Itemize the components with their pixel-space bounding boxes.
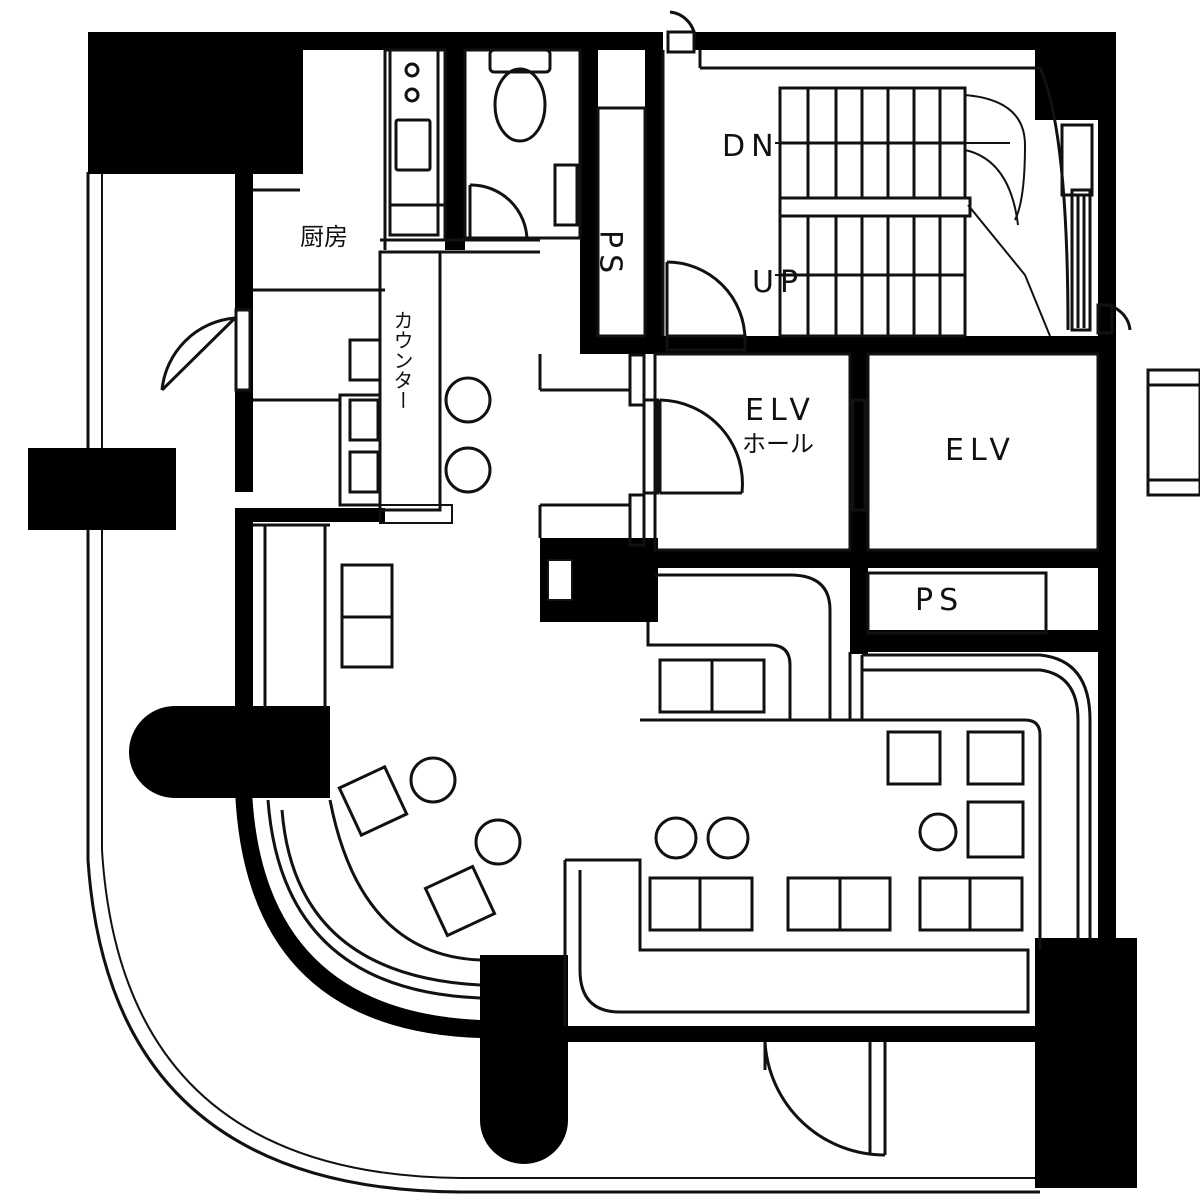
seating-area bbox=[253, 376, 1092, 1026]
toilet-room bbox=[463, 48, 582, 242]
elevator-shaft bbox=[866, 352, 1100, 552]
balcony-outline bbox=[86, 172, 1040, 1194]
elv-label: ELV bbox=[945, 433, 1016, 468]
stairs-up-label: UP bbox=[752, 265, 804, 300]
elv-hall-label-line2: ホール bbox=[742, 430, 814, 458]
ps-horizontal-room bbox=[866, 571, 1048, 635]
ps-horizontal-label: PS bbox=[915, 583, 964, 618]
ps-vertical-room bbox=[596, 106, 647, 338]
bottom-door bbox=[763, 1041, 887, 1157]
counter-label: カウンター bbox=[390, 310, 414, 410]
stair-hall bbox=[661, 10, 1132, 352]
external-window bbox=[1146, 368, 1200, 497]
balcony-inner-line bbox=[101, 172, 1040, 1179]
elv-hall bbox=[538, 352, 867, 552]
elv-hall-label-line1: ELV bbox=[745, 393, 816, 428]
stairs-down-label: DN bbox=[722, 129, 780, 164]
kitchen-label: 厨房 bbox=[300, 223, 348, 251]
ps-vertical-label: PS bbox=[593, 230, 628, 279]
